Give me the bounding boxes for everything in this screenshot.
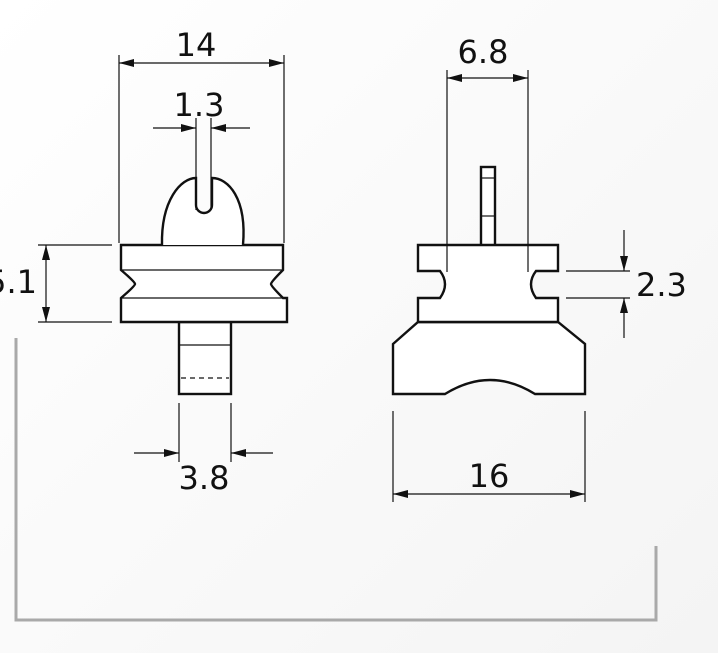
dim-1.3-arrow-right [211,124,226,132]
left-shank [177,320,233,396]
dim-1.3-arrow-left [181,124,196,132]
dim-5.1-arrow-top [42,245,50,260]
dim-6.8-label: 6.8 [458,33,509,71]
drawing-frame [14,338,658,622]
dim-2.3-arrow-bottom [620,298,628,313]
left-view: 14 1.3 5.1 3.8 [0,26,289,497]
dim-3.8-arrow-right [231,449,246,457]
dim-6.8-arrow-right [513,74,528,82]
dim-16-arrow-left [393,490,408,498]
right-spool [416,243,560,324]
dim-16-arrow-right [570,490,585,498]
dim-2.3-label: 2.3 [636,266,687,304]
dim-14-arrow-right [269,59,284,67]
dim-5.1-arrow-bottom [42,307,50,322]
dim-3.8-arrow-left [164,449,179,457]
right-pin [479,165,497,249]
dim-16-label: 16 [469,457,510,495]
dim-3.8-label: 3.8 [179,459,230,497]
right-base [391,320,587,396]
left-spool-head [119,243,289,324]
dim-1.3-label: 1.3 [174,86,225,124]
dim-5.1-label: 5.1 [0,263,37,301]
dim-14-arrow-left [119,59,134,67]
dim-6.8-arrow-left [447,74,462,82]
dim-2.3-arrow-top [620,256,628,271]
dim-14-label: 14 [176,26,217,64]
left-slotted-ear [160,176,245,246]
right-view: 6.8 2.3 16 [391,33,687,502]
